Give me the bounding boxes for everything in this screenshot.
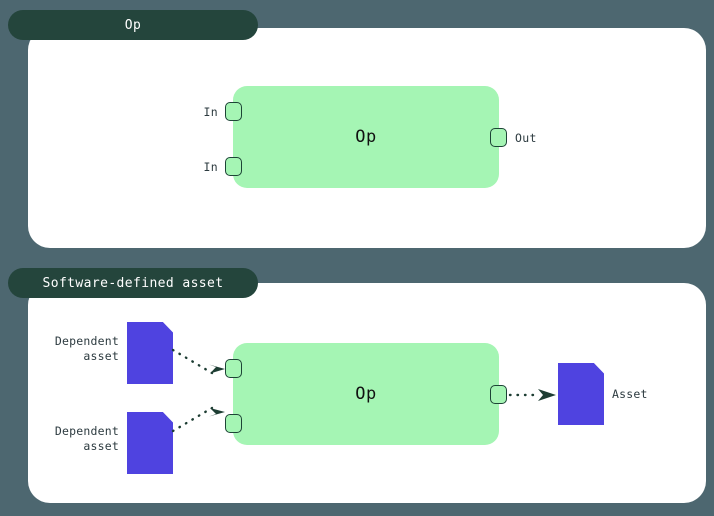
- asset-op-in-port-1[interactable]: [225, 359, 242, 378]
- asset-op-node[interactable]: Op: [233, 343, 499, 445]
- op-panel-tab-label: Op: [124, 17, 142, 33]
- asset-panel-tab: Software-defined asset: [8, 268, 258, 298]
- op-out-port-1-label: Out: [515, 131, 537, 145]
- op-in-port-1-label: In: [203, 105, 218, 119]
- op-in-port-1[interactable]: [225, 102, 242, 121]
- edge-dependent-asset-2: [171, 406, 225, 433]
- produced-asset-label: Asset: [612, 387, 648, 401]
- asset-op-node-label: Op: [355, 384, 377, 404]
- edge-dependent-asset-1: [171, 348, 225, 375]
- edge-produced-asset: [508, 389, 556, 401]
- dependent-asset-1-icon[interactable]: [127, 322, 173, 384]
- op-in-port-2[interactable]: [225, 157, 242, 176]
- asset-panel-tab-label: Software-defined asset: [42, 275, 224, 291]
- op-panel-tab: Op: [8, 10, 258, 40]
- asset-op-out-port-1[interactable]: [490, 385, 507, 404]
- op-node-label: Op: [355, 127, 377, 147]
- dependent-asset-2-label: Dependent asset: [54, 424, 119, 453]
- op-node[interactable]: Op: [233, 86, 499, 188]
- produced-asset-icon[interactable]: [558, 363, 604, 425]
- op-in-port-2-label: In: [203, 160, 218, 174]
- dependent-asset-1-label: Dependent asset: [54, 334, 119, 363]
- op-out-port-1[interactable]: [490, 128, 507, 147]
- asset-op-in-port-2[interactable]: [225, 414, 242, 433]
- dependent-asset-2-icon[interactable]: [127, 412, 173, 474]
